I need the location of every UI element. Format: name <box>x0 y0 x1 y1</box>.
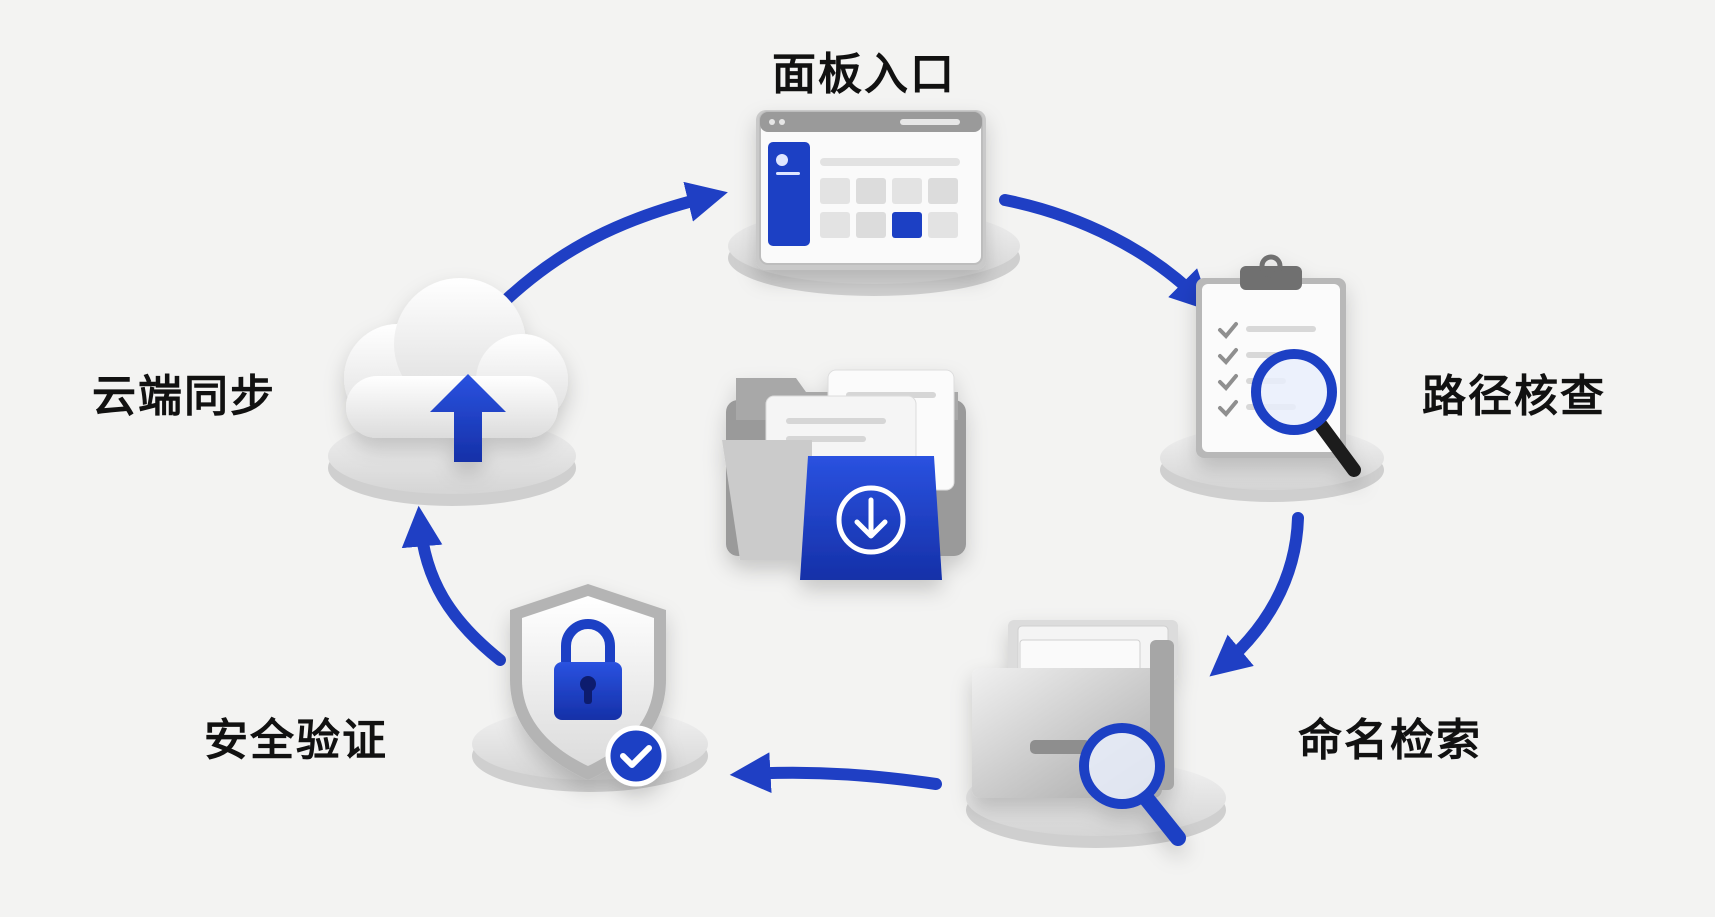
arrow-top-to-right <box>999 194 1212 312</box>
file-drawer-magnifier-icon <box>966 620 1226 848</box>
step-label-top: 面板入口 <box>772 49 956 100</box>
step-label-left: 云端同步 <box>92 371 276 422</box>
step-label-bottom-right: 命名检索 <box>1298 715 1482 766</box>
arrow-left-to-top <box>500 181 728 306</box>
flow-arrows <box>401 181 1304 794</box>
step-label-right: 路径核查 <box>1422 371 1606 422</box>
clipboard-magnifier-icon <box>1160 254 1384 502</box>
folder-download-icon <box>722 369 966 580</box>
arrow-right-to-bottomright <box>1209 512 1304 677</box>
shield-lock-icon <box>472 584 708 792</box>
arrow-bottomleft-to-left <box>401 505 506 666</box>
arrow-bottomright-to-bottomleft <box>729 752 942 794</box>
cloud-upload-icon <box>328 278 576 506</box>
dashboard-window-icon <box>728 110 1020 296</box>
step-label-bottom-left: 安全验证 <box>204 715 388 766</box>
